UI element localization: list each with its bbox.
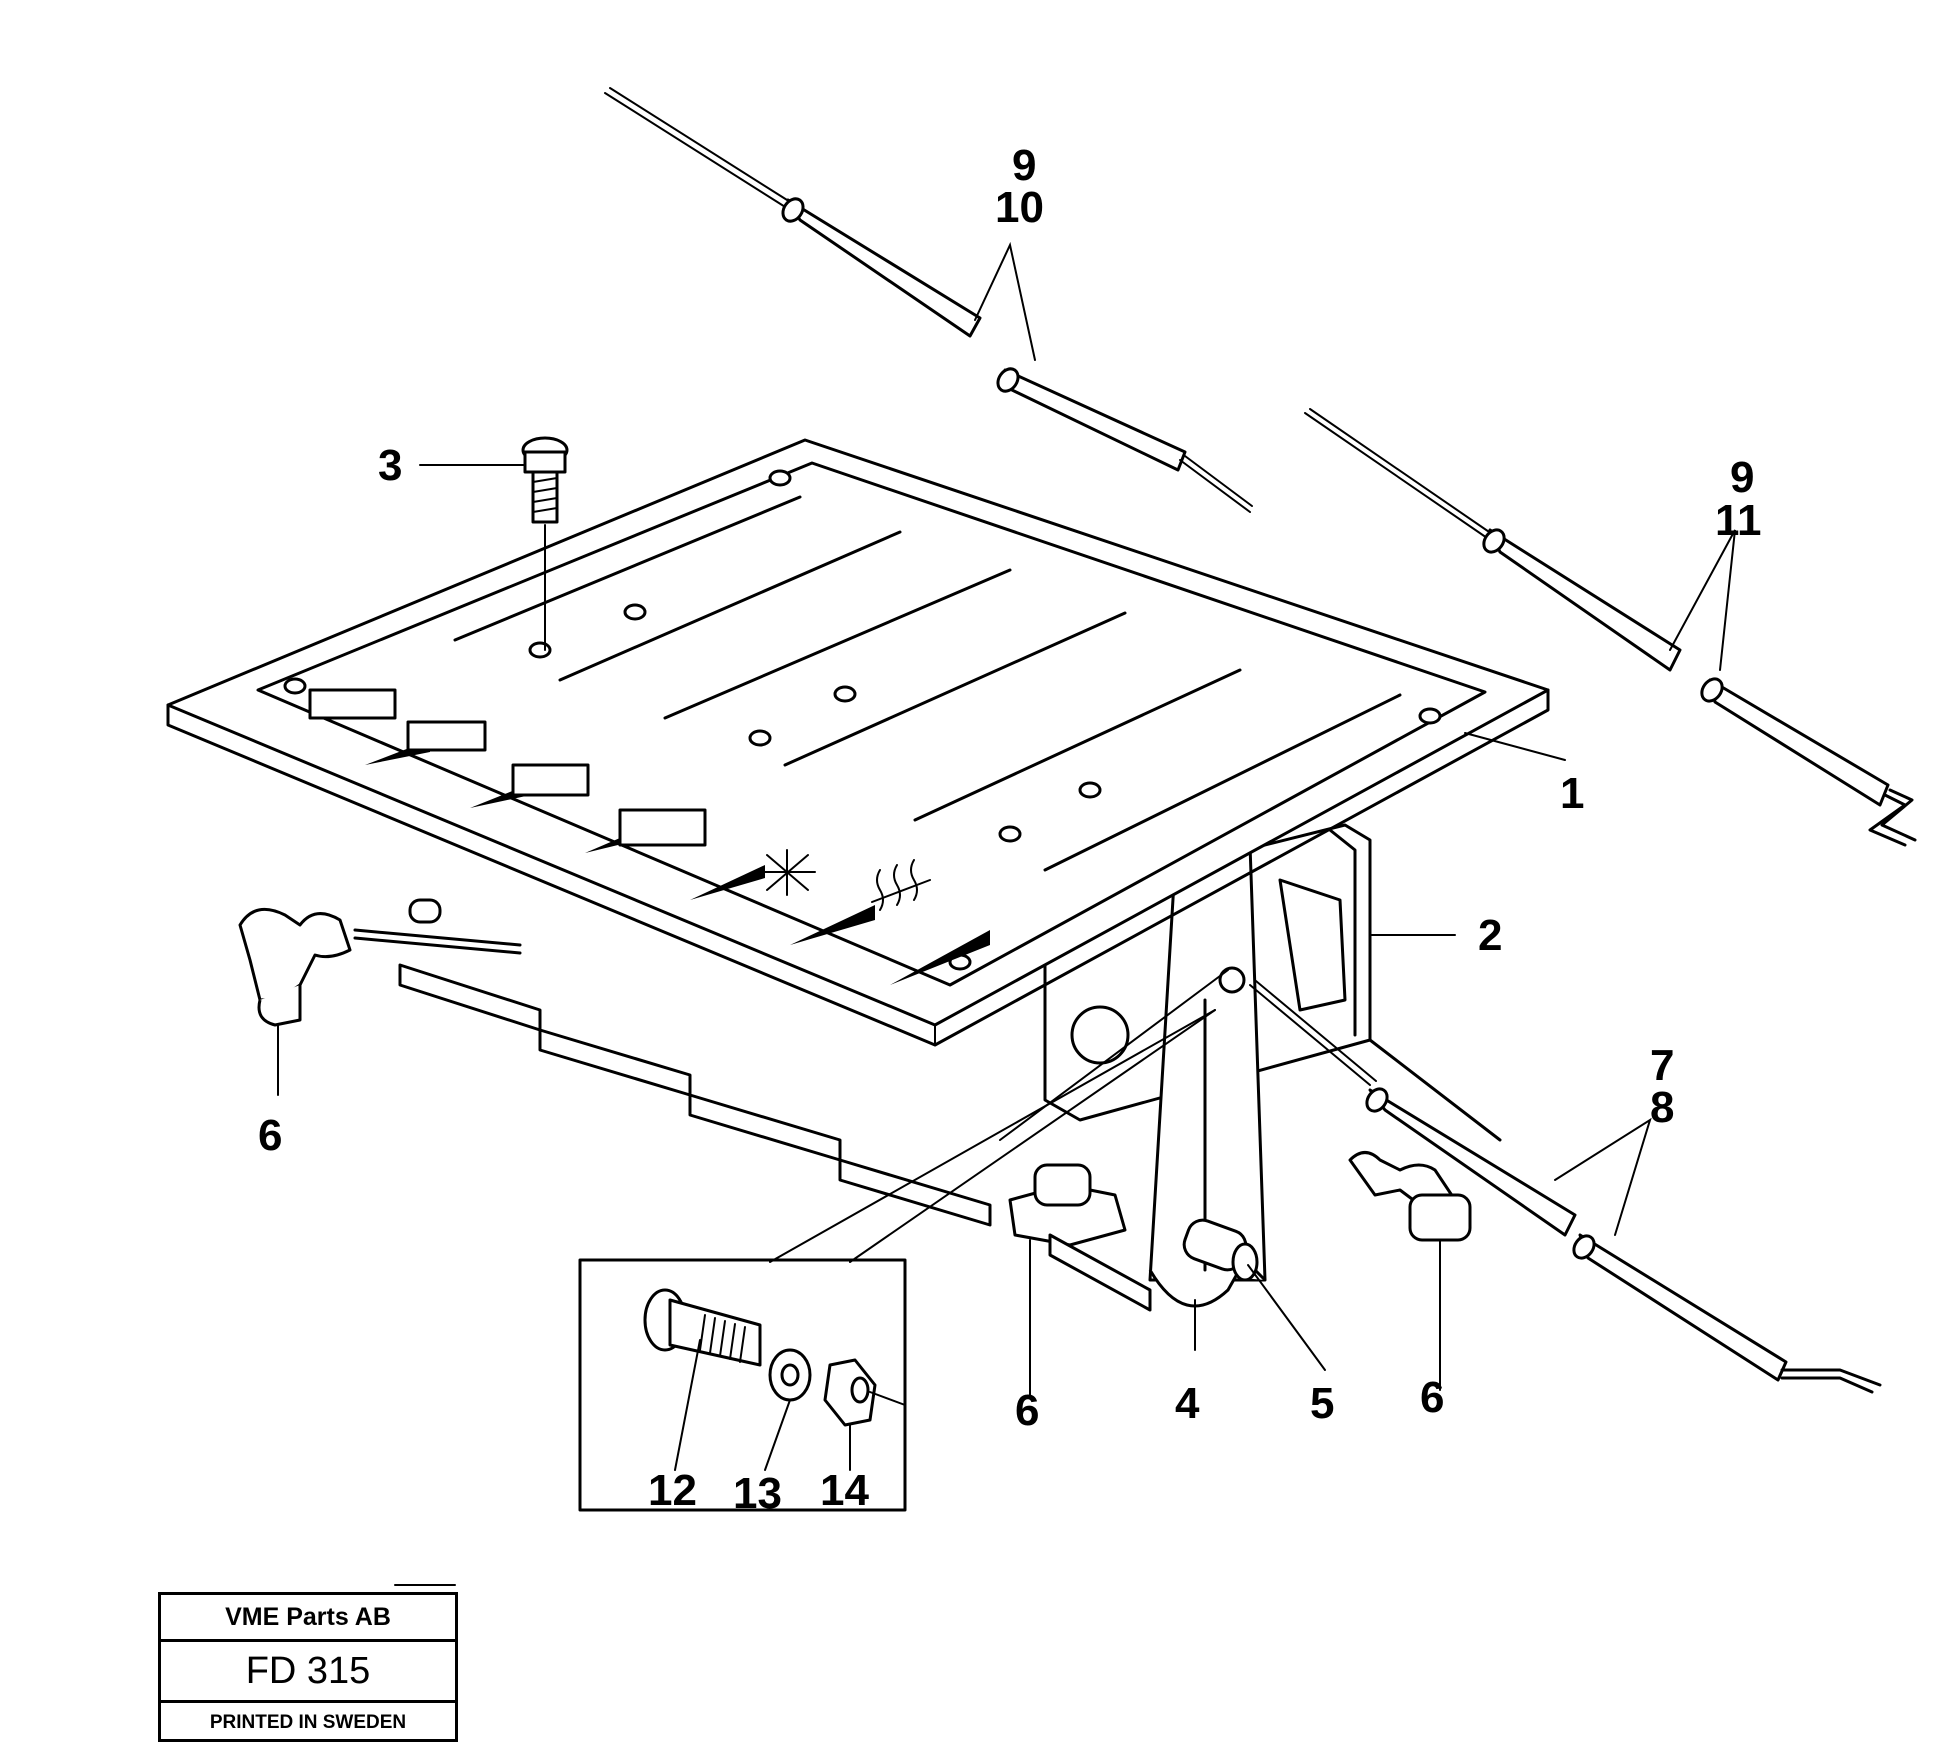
callout-14: 14 bbox=[820, 1466, 869, 1515]
screw bbox=[521, 436, 569, 651]
callout-8: 8 bbox=[1650, 1083, 1674, 1132]
snowflake-icon bbox=[759, 849, 816, 896]
cable-9-11 bbox=[1304, 408, 1917, 847]
callout-13: 13 bbox=[733, 1469, 782, 1518]
callout-6-middle: 6 bbox=[1015, 1386, 1039, 1435]
detail-nut bbox=[823, 1358, 906, 1471]
callout-9-right: 9 bbox=[1730, 453, 1754, 502]
callout-9-top: 9 bbox=[1012, 141, 1036, 190]
title-block: VME Parts AB FD 315 PRINTED IN SWEDEN bbox=[158, 1592, 458, 1742]
drawing-code: FD 315 bbox=[161, 1642, 455, 1703]
callout-5: 5 bbox=[1310, 1379, 1334, 1428]
callout-12: 12 bbox=[648, 1466, 697, 1515]
leader-lines bbox=[419, 241, 1736, 1351]
callouts: 1 2 3 4 5 6 6 6 7 8 9 10 9 11 12 13 14 bbox=[258, 141, 1762, 1518]
detail-washer bbox=[764, 1348, 812, 1471]
detail-inset bbox=[578, 1009, 1216, 1512]
callout-3: 3 bbox=[378, 441, 402, 490]
clip-left bbox=[238, 907, 522, 1096]
panel-holes bbox=[283, 469, 1442, 971]
callout-6-right: 6 bbox=[1420, 1373, 1444, 1422]
clip-right bbox=[1348, 1151, 1472, 1391]
callout-2: 2 bbox=[1478, 911, 1502, 960]
cable-7-8 bbox=[999, 966, 1882, 1394]
printed-note: PRINTED IN SWEDEN bbox=[209, 1712, 407, 1733]
callout-1: 1 bbox=[1560, 769, 1584, 818]
callout-7: 7 bbox=[1650, 1041, 1674, 1090]
clip-middle bbox=[1008, 1163, 1152, 1396]
detail-bolt bbox=[643, 1288, 762, 1471]
callout-6-left: 6 bbox=[258, 1111, 282, 1160]
pin bbox=[1182, 1218, 1326, 1371]
control-panel bbox=[166, 438, 1550, 1047]
heat-waves-icon bbox=[871, 859, 931, 911]
cable-9-10 bbox=[604, 87, 1253, 513]
panel-slots bbox=[453, 495, 1402, 872]
callout-4: 4 bbox=[1175, 1379, 1200, 1428]
vent-flaps bbox=[398, 898, 992, 1227]
panel-symbols bbox=[308, 688, 990, 985]
company-name: VME Parts AB bbox=[161, 1595, 455, 1642]
callout-10: 10 bbox=[995, 183, 1044, 232]
callout-11: 11 bbox=[1715, 496, 1762, 545]
